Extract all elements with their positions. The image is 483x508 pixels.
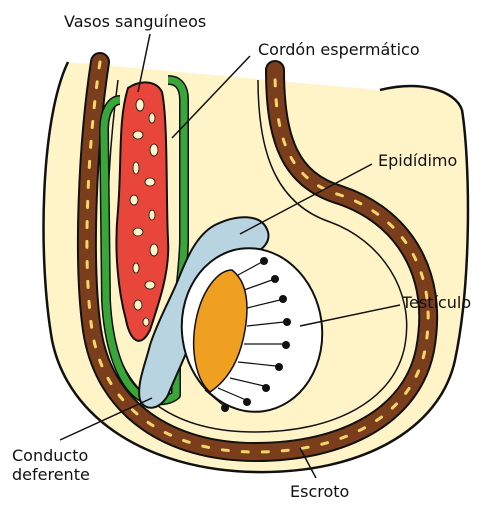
label-cordon-espermatico: Cordón espermático (258, 40, 420, 59)
label-testiculo: Testículo (402, 293, 471, 312)
label-epididimo: Epidídimo (378, 151, 457, 170)
label-conducto-deferente: Conducto deferente (12, 446, 90, 484)
label-escroto: Escroto (290, 482, 349, 501)
label-vasos-sanguineos: Vasos sanguíneos (64, 12, 206, 31)
